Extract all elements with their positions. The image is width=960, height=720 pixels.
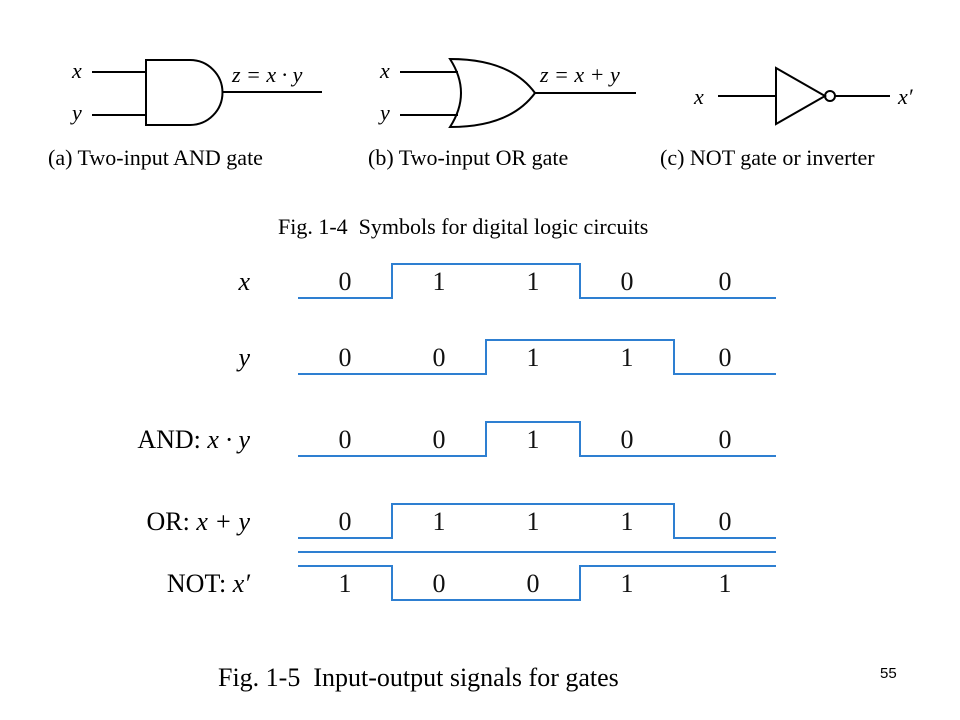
signal-label-expression: x [237, 267, 250, 296]
or-gate-input-y: y [378, 100, 390, 125]
signal-bit-value: 0 [527, 569, 540, 598]
signal-bit-value: 0 [621, 267, 634, 296]
signal-bit-value: 1 [527, 267, 540, 296]
or-gate-output-label: z = x + y [539, 62, 620, 87]
fig-1-4-caption: Fig. 1-4 Symbols for digital logic circu… [278, 214, 648, 239]
signal-bit-value: 0 [339, 425, 352, 454]
signal-bit-value: 0 [433, 425, 446, 454]
not-gate-output-label: x′ [897, 84, 914, 109]
signal-label: AND: x · y [137, 425, 250, 454]
or-gate-caption: (b) Two-input OR gate [368, 145, 568, 170]
signal-row: NOT: x′ 1 0 0 1 1 [167, 551, 776, 601]
signal-bit-value: 0 [719, 425, 732, 454]
signal-waveform [298, 503, 776, 539]
signal-label-expression: x · y [206, 425, 250, 454]
signal-bit-value: 0 [339, 343, 352, 372]
signal-label-expression: y [235, 343, 250, 372]
signal-bit-value: 1 [621, 507, 634, 536]
and-gate-input-y: y [70, 100, 82, 125]
signal-waveform [298, 263, 776, 299]
and-gate-output-label: z = x · y [231, 62, 303, 87]
signal-label-prefix: OR: [147, 507, 197, 536]
signal-label-prefix: AND: [137, 425, 207, 454]
signal-bit-value: 0 [433, 343, 446, 372]
signal-bit-value: 0 [433, 569, 446, 598]
signal-label: NOT: x′ [167, 569, 250, 598]
not-gate-input-x: x [693, 84, 704, 109]
signal-label-expression: x + y [195, 507, 250, 536]
signal-row: OR: x + y 0 1 1 1 0 [147, 503, 776, 539]
fig-1-5-caption: Fig. 1-5 Input-output signals for gates [218, 663, 619, 692]
signal-label: OR: x + y [147, 507, 251, 536]
signal-waveform [298, 339, 776, 375]
signal-bit-value: 0 [719, 507, 732, 536]
signal-bit-value: 1 [527, 343, 540, 372]
signal-row: y 0 0 1 1 0 [235, 339, 776, 375]
signal-label: x [237, 267, 250, 296]
signal-row: AND: x · y 0 0 1 0 0 [137, 421, 776, 457]
signal-row: x 0 1 1 0 0 [237, 263, 776, 299]
signal-label-prefix: NOT: [167, 569, 233, 598]
signal-bit-value: 0 [719, 343, 732, 372]
signal-bit-value: 1 [621, 569, 634, 598]
signal-bit-value: 0 [339, 507, 352, 536]
signal-label: y [235, 343, 250, 372]
signal-bit-value: 1 [339, 569, 352, 598]
signal-bit-value: 1 [621, 343, 634, 372]
signal-waveform [298, 565, 776, 601]
signal-label-expression: x′ [232, 569, 251, 598]
signal-bit-value: 1 [433, 507, 446, 536]
and-gate-symbol [92, 59, 322, 126]
and-gate-input-x: x [71, 58, 82, 83]
not-gate-symbol [718, 66, 890, 126]
signal-bit-value: 0 [719, 267, 732, 296]
signal-bit-value: 1 [527, 425, 540, 454]
signal-waveform [298, 421, 776, 457]
and-gate-caption: (a) Two-input AND gate [48, 145, 263, 170]
or-gate-symbol [400, 57, 636, 129]
signal-bit-value: 1 [719, 569, 732, 598]
or-gate-input-x: x [379, 58, 390, 83]
page-number: 55 [880, 665, 897, 682]
signal-bit-value: 1 [433, 267, 446, 296]
signal-bit-value: 1 [527, 507, 540, 536]
signal-bit-value: 0 [621, 425, 634, 454]
signal-bit-value: 0 [339, 267, 352, 296]
not-gate-caption: (c) NOT gate or inverter [660, 145, 875, 170]
